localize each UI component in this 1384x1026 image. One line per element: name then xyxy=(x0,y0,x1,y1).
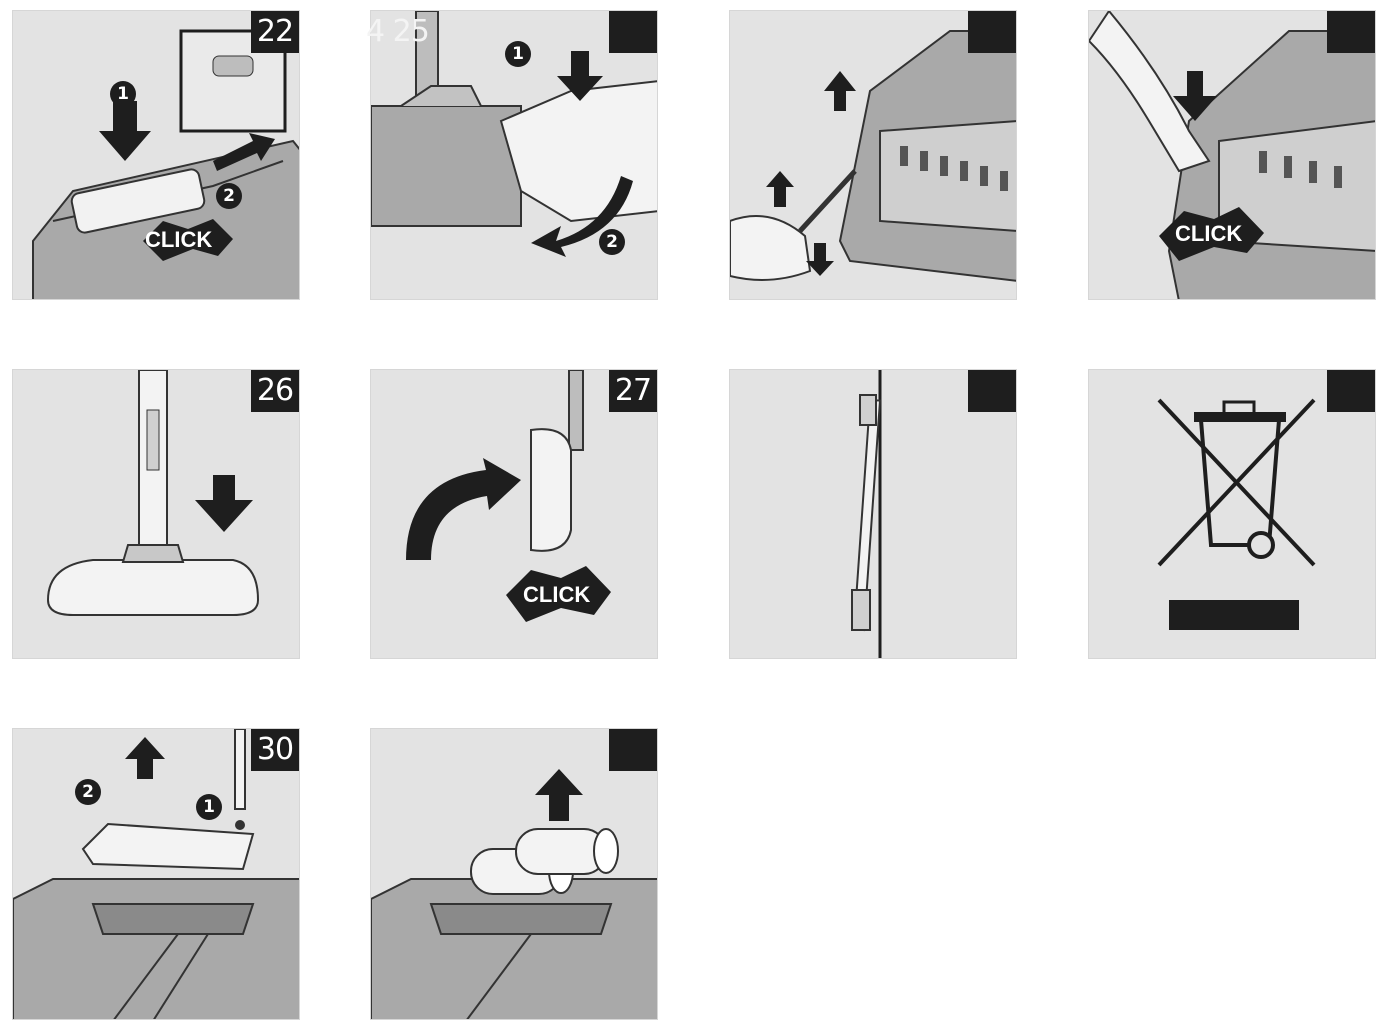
illustration-brush-cover-click xyxy=(13,11,300,300)
step-panel-25: CLICK xyxy=(1088,10,1376,300)
step-panel-31 xyxy=(370,728,658,1020)
step-badge-2: 2 xyxy=(75,779,101,805)
stray-page-number: 4 25 xyxy=(366,14,429,49)
step-number: 22 xyxy=(251,11,299,53)
step-number: 30 xyxy=(251,729,299,771)
step-panel-30: 1 2 30 xyxy=(12,728,300,1020)
step-number xyxy=(609,729,657,771)
step-panel-29 xyxy=(1088,369,1376,659)
step-badge-2: 2 xyxy=(216,183,242,209)
step-badge-2: 2 xyxy=(599,229,625,255)
step-panel-22: 1 2 CLICK 22 xyxy=(12,10,300,300)
illustration-remove-batteries xyxy=(371,729,658,1020)
illustration-open-battery-cover xyxy=(13,729,300,1020)
step-panel-24 xyxy=(729,10,1017,300)
step-number xyxy=(1327,11,1375,53)
step-badge-1: 1 xyxy=(196,794,222,820)
step-number xyxy=(968,370,1016,412)
click-label: CLICK xyxy=(523,582,590,608)
weee-bar xyxy=(1169,600,1299,630)
illustration-insert-brush-click xyxy=(1089,11,1376,300)
step-badge-1: 1 xyxy=(505,41,531,67)
step-number: 27 xyxy=(609,370,657,412)
step-panel-28 xyxy=(729,369,1017,659)
step-panel-26: 26 xyxy=(12,369,300,659)
illustration-store-on-wall xyxy=(730,370,1017,659)
step-badge-1: 1 xyxy=(110,81,136,107)
step-panel-23: 1 2 xyxy=(370,10,658,300)
click-label: CLICK xyxy=(145,227,212,253)
click-label: CLICK xyxy=(1175,221,1242,247)
illustration-remove-brush-screwdriver xyxy=(730,11,1017,300)
illustration-rotate-nozzle-click xyxy=(371,370,658,659)
step-number: 26 xyxy=(251,370,299,412)
illustration-attach-stick xyxy=(13,370,300,659)
step-panel-27: CLICK 27 xyxy=(370,369,658,659)
step-number xyxy=(609,11,657,53)
step-number xyxy=(968,11,1016,53)
step-number xyxy=(1327,370,1375,412)
